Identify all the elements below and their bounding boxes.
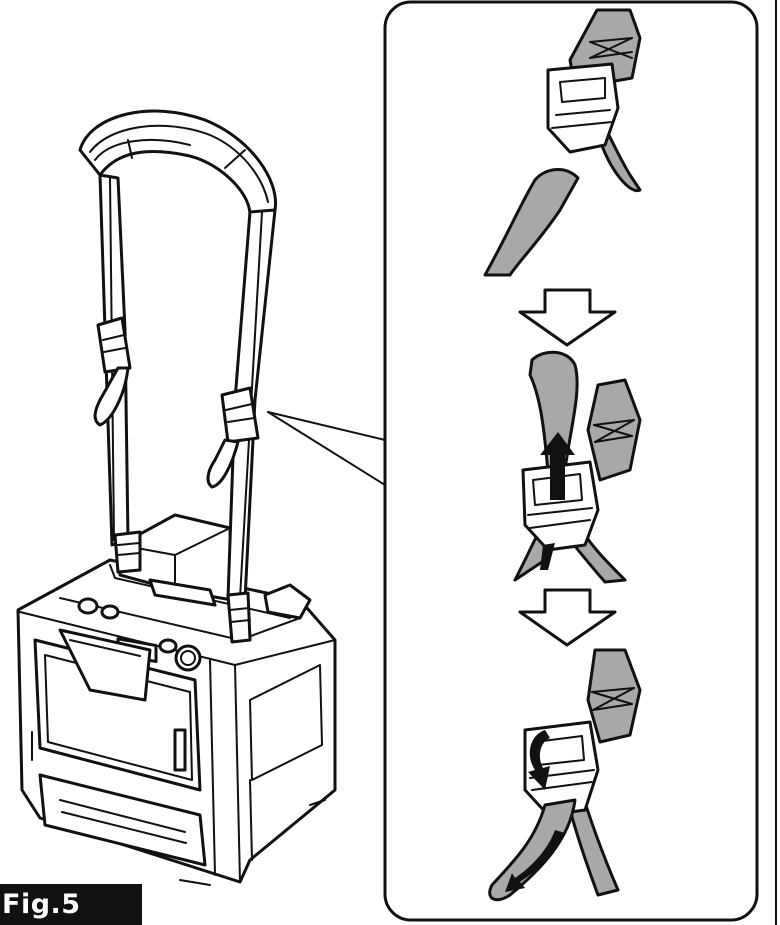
left-buckle — [96, 316, 132, 374]
up-arrow — [540, 432, 575, 500]
right-buckle — [220, 386, 260, 444]
step-2-thread-strap — [513, 350, 642, 584]
down-arrow-2 — [518, 588, 617, 647]
step-3-pull-strap-tight — [488, 648, 642, 902]
buckle-3 — [523, 720, 600, 817]
pull-arrow — [505, 830, 565, 892]
step-1-strap-and-buckle — [483, 8, 642, 277]
detail-panel — [383, 0, 759, 922]
figure-label: Fig.5 — [0, 884, 142, 925]
buckle-1 — [546, 62, 620, 154]
down-arrow-1 — [518, 288, 617, 347]
printer-with-strap — [16, 109, 337, 886]
power-button — [77, 597, 99, 615]
curved-arrow — [528, 730, 550, 790]
buckle-2 — [521, 460, 600, 552]
callout-leader — [267, 411, 386, 486]
